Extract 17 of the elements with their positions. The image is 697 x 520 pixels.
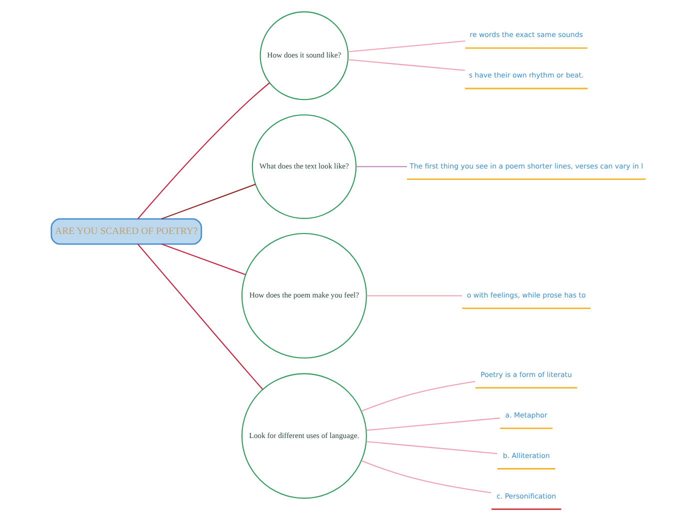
connector (361, 460, 492, 493)
node-circle: How does the poem make you feel? (241, 232, 367, 358)
connector (348, 58, 465, 70)
connector (137, 82, 270, 219)
connector (162, 243, 246, 275)
connector (366, 294, 462, 296)
node-circle: What does the text look like? (252, 114, 357, 218)
node-box: ARE YOU SCARED OF POETRY? (50, 218, 202, 244)
connector (366, 440, 498, 454)
connector (348, 40, 466, 52)
node-circle: How does it sound like? (260, 10, 349, 100)
connector (356, 166, 407, 167)
connector (137, 243, 264, 390)
connector (366, 417, 500, 430)
connector (161, 183, 256, 219)
node-circle: Look for different uses of language. (241, 372, 367, 498)
connector (361, 380, 476, 412)
